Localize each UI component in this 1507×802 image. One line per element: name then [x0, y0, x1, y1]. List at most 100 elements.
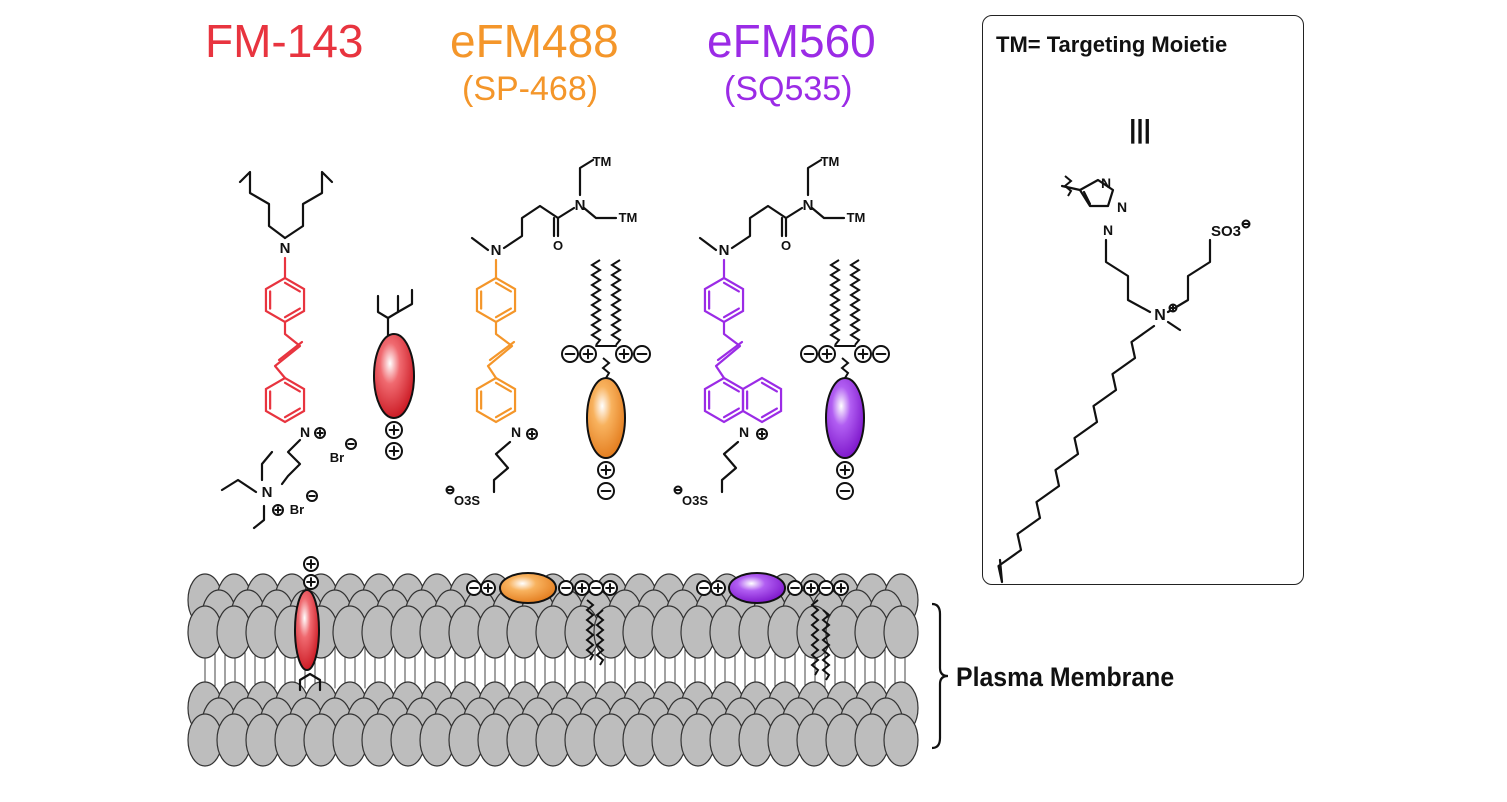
efm488-pyridinium-ring	[475, 376, 517, 424]
efm488-tm-right: TM	[619, 210, 638, 225]
title-fm143: FM-143	[205, 15, 364, 67]
efm560-phenyl-ring	[703, 276, 745, 324]
efm488-cartoon-tail1	[590, 259, 602, 346]
efm488-vinyl-double	[488, 340, 516, 362]
efm560-carbonyl	[784, 206, 804, 238]
fm143-amine-n: N	[280, 240, 291, 257]
efm488-carbonyl	[556, 206, 576, 238]
tm-triazole-double	[1082, 190, 1092, 206]
efm560-methyl	[698, 236, 718, 252]
subtitle-sq535: (SQ535)	[724, 70, 853, 108]
efm560-sulfonate-chain	[720, 440, 740, 494]
fm143-ethyl-down	[252, 504, 266, 530]
efm560-propyl	[730, 204, 788, 250]
efm488-phenyl-ring-double	[494, 307, 512, 319]
efm560-membrane-dye	[728, 572, 786, 604]
efm488-pyridinium-n: N	[511, 424, 521, 440]
fm143-butyl-right	[283, 170, 334, 240]
efm560-quinolinium-ring2-double	[760, 407, 778, 419]
efm560-cartoon-tail2	[849, 259, 861, 346]
fm143-membrane-tails	[298, 672, 322, 692]
fm143-cartoon-tail-mid	[386, 294, 400, 320]
efm488-tm-chain-right	[582, 206, 618, 220]
efm560-quinolinium-ring1-double	[722, 407, 740, 419]
tm-triazole-n1: N	[1101, 175, 1111, 191]
efm488-tm-top: TM	[593, 154, 612, 169]
efm560-quinolinium-ring2	[741, 376, 783, 424]
fm143-cartoon-tail-right	[396, 288, 414, 314]
tm-sulfopropyl-chain	[1166, 238, 1212, 314]
tm-triazole-ring	[1078, 178, 1115, 208]
targeting-moiety-box	[982, 15, 1304, 585]
efm560-o3s: O3S	[682, 493, 708, 508]
efm488-phenyl-ring	[475, 276, 517, 324]
fm143-phenyl-ring-double	[283, 281, 301, 293]
membrane-lower-front-lipid	[883, 713, 919, 767]
efm560-cartoon-neck	[840, 357, 850, 379]
fm143-vinyl-double	[277, 340, 304, 362]
plasma-membrane-label: Plasma Membrane	[956, 662, 1175, 692]
efm560-vinyl-double	[716, 340, 744, 362]
dye-structures	[220, 158, 1251, 584]
efm488-amine-n: N	[491, 242, 502, 259]
efm488-tm-chain-top	[578, 158, 595, 197]
efm560-quinolinium-ring2-double	[760, 381, 778, 393]
efm560-phenyl-ring-double	[722, 281, 740, 293]
fm143-pyridinium-ring-double	[283, 407, 301, 419]
fm143-butyl-left	[238, 170, 287, 240]
efm560-quinolinium-ring1	[703, 376, 745, 424]
efm560-membrane-tail2	[821, 609, 831, 681]
efm488-methyl	[470, 236, 490, 252]
efm488-pyridinium-ring-double	[494, 381, 512, 393]
efm488-cartoon-body	[586, 377, 626, 459]
efm560-tm-chain-right	[810, 206, 846, 220]
fm143-ethyl-up	[260, 450, 274, 482]
fm143-ethyl-left	[220, 478, 258, 494]
efm488-membrane-dye	[499, 572, 557, 604]
efm488-pyridinium-ring-double	[494, 407, 512, 419]
title-efm488: eFM488	[450, 15, 619, 67]
fm143-pyridinium-n: N	[300, 424, 310, 440]
tm-triazole-n3: N	[1103, 222, 1113, 238]
efm560-carbonyl-o: O	[781, 238, 791, 253]
fm143-membrane-dye	[294, 589, 320, 671]
efm560-cartoon-body	[825, 377, 865, 459]
efm488-phenyl-ring-double	[494, 281, 512, 293]
fm143-cartoon-tail-left	[376, 294, 390, 337]
efm560-tm-top: TM	[821, 154, 840, 169]
targeting-moiety-title: TM= Targeting Moietie	[996, 32, 1228, 57]
tm-equiv-sign: |||	[1129, 114, 1151, 144]
efm488-cartoon-tail2	[610, 259, 622, 346]
membrane-upper-front-lipid	[883, 605, 919, 659]
fm143-br2: Br	[290, 502, 304, 517]
efm560-cartoon-tail1	[829, 259, 841, 346]
membrane-bilayer	[187, 556, 949, 767]
tm-triazole-n2: N	[1117, 199, 1127, 215]
efm488-membrane-tail1	[585, 599, 595, 661]
tm-methyl	[1166, 320, 1182, 332]
dye-cartoons	[373, 259, 890, 500]
efm488-membrane-tail2	[595, 609, 605, 666]
tm-quat-n: N	[1154, 307, 1166, 324]
efm560-vinyl	[714, 320, 742, 380]
efm488-o3s: O3S	[454, 493, 480, 508]
efm488-amide-n: N	[575, 197, 586, 214]
efm560-tm-chain-top	[806, 158, 823, 197]
fm143-ammonium-n: N	[262, 484, 273, 501]
efm560-phenyl-ring-double	[722, 307, 740, 319]
tm-so3: SO3	[1211, 223, 1241, 240]
plasma-membrane-bracket	[931, 602, 949, 750]
fm143-phenyl-ring-double	[283, 307, 301, 319]
fm143-cartoon-body	[373, 333, 415, 419]
efm560-amine-n: N	[719, 242, 730, 259]
efm560-tm-right: TM	[847, 210, 866, 225]
subtitle-sp468: (SP-468)	[462, 70, 599, 108]
tm-propyl-chain	[1104, 238, 1152, 314]
efm560-quinolinium-ring1-double	[722, 381, 740, 393]
fm143-br1: Br	[330, 450, 344, 465]
efm488-propyl	[502, 204, 560, 250]
fm143-linker	[280, 438, 302, 486]
efm560-membrane-tail1	[810, 599, 820, 676]
fm143-phenyl-ring	[264, 276, 306, 324]
